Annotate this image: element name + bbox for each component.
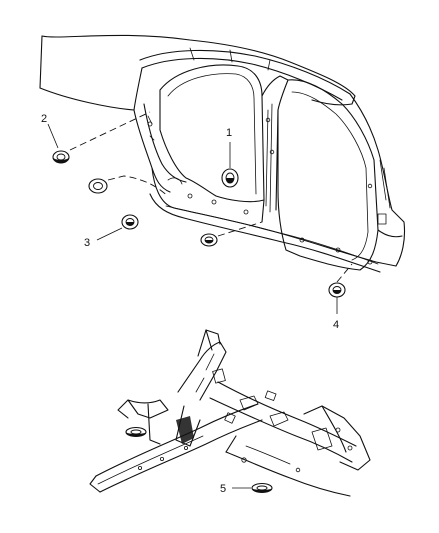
plug-item-4[interactable] — [328, 282, 346, 298]
plug-center-lower[interactable] — [200, 233, 218, 247]
callout-5: 5 — [220, 483, 226, 495]
plug-item-5[interactable] — [251, 482, 273, 494]
plug-item-1[interactable] — [221, 168, 239, 188]
plug-lower-left[interactable] — [125, 426, 147, 438]
dash-leader-4 — [336, 263, 353, 283]
leader-3 — [96, 227, 123, 241]
callout-2: 2 — [41, 113, 47, 125]
dash-leader-2 — [69, 111, 151, 151]
dash-leader-left-middle — [107, 175, 169, 197]
plug-item-2[interactable] — [52, 150, 70, 164]
dash-leader-center-lower — [217, 221, 263, 237]
plug-left-middle[interactable] — [88, 178, 108, 194]
plug-item-3[interactable] — [121, 214, 139, 230]
callout-1: 1 — [226, 127, 232, 139]
body-side-aperture — [39, 34, 406, 273]
callout-4: 4 — [333, 319, 339, 331]
callout-3: 3 — [84, 237, 90, 249]
leader-2 — [47, 123, 59, 149]
front-structure-assembly — [89, 329, 371, 497]
